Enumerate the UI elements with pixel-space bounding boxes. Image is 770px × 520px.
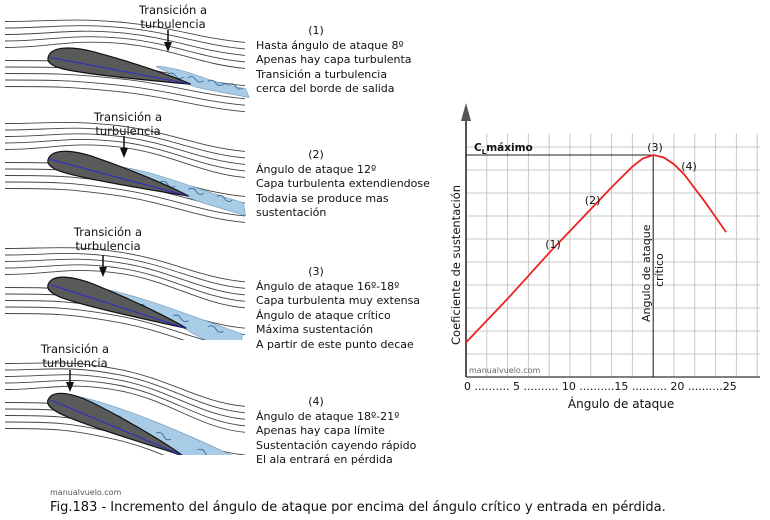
streamline — [4, 385, 246, 433]
streamline — [4, 30, 246, 56]
lift-curve — [465, 154, 727, 344]
chord-line — [50, 284, 185, 329]
streamline — [4, 258, 246, 296]
streamline — [4, 313, 185, 340]
streamline — [4, 428, 165, 455]
streamline — [4, 19, 246, 43]
airfoil — [47, 47, 250, 98]
point-label: (2) — [585, 194, 601, 207]
streamline — [4, 368, 246, 414]
turbulence-swirl — [172, 314, 189, 322]
chart-watermark: manualvuelo.com — [469, 366, 541, 375]
arrow-down-icon — [66, 382, 74, 392]
arrow-down-icon — [120, 148, 128, 158]
airfoil-diagram — [4, 247, 246, 340]
turbulence-swirl — [159, 180, 176, 188]
clmax-c: C — [474, 142, 482, 154]
turbulence-swirl — [208, 325, 224, 333]
clmax-rest: máximo — [486, 142, 533, 154]
streamline — [4, 127, 246, 159]
streamline — [4, 133, 246, 165]
point-label: (1) — [545, 238, 561, 251]
airfoil-body — [47, 150, 189, 197]
streamline — [4, 380, 246, 427]
streamline — [4, 247, 246, 283]
airfoil-diagram — [4, 121, 246, 223]
x-axis-label: Ángulo de ataque — [568, 396, 674, 411]
turbulence-swirl — [188, 187, 205, 195]
streamline — [4, 138, 246, 172]
airfoil-panel-4 — [0, 340, 250, 455]
streamline — [4, 362, 246, 407]
streamline — [4, 25, 246, 50]
streamline — [4, 374, 246, 420]
airfoil-body — [47, 276, 187, 329]
airfoil-body — [47, 392, 183, 455]
critical-angle-label: Angulo de ataque — [640, 224, 653, 322]
airfoil-diagram — [4, 362, 246, 455]
y-axis-arrow-icon — [461, 103, 471, 121]
y-axis-label: Coeficiente de sustentación — [449, 185, 463, 345]
arrow-down-icon — [99, 267, 107, 277]
airfoil-panel-1 — [0, 0, 250, 115]
chord-line — [50, 399, 181, 455]
airfoil-body — [47, 47, 191, 85]
streamline — [4, 306, 207, 340]
turbulence-swirl — [207, 79, 224, 86]
streamline — [4, 86, 246, 113]
clmax-label: CLmáximo — [474, 142, 533, 156]
airfoil-diagram — [4, 19, 250, 113]
clmax-sub: L — [482, 148, 487, 156]
streamline — [4, 36, 246, 63]
streamline — [4, 73, 246, 100]
turbulence-swirl — [187, 76, 204, 83]
streamline — [4, 270, 246, 309]
figure-caption: Fig.183 - Incremento del ángulo de ataqu… — [50, 500, 666, 515]
streamline — [4, 144, 246, 178]
streamline — [4, 188, 246, 223]
streamline — [4, 264, 246, 302]
turbulence-swirl — [227, 83, 244, 90]
streamline — [4, 121, 246, 152]
airfoil — [47, 150, 246, 216]
watermark: manualvuelo.com — [50, 488, 122, 497]
turbulence-swirl — [167, 72, 184, 79]
streamline — [4, 41, 246, 69]
arrow-down-icon — [164, 42, 172, 52]
turbulence-swirl — [197, 448, 213, 455]
airfoil — [47, 276, 243, 340]
chord-line — [50, 56, 189, 85]
airfoil-panel-2 — [0, 108, 250, 223]
point-label: (3) — [647, 141, 663, 154]
chord-line — [50, 159, 187, 197]
turbulent-layer — [156, 65, 250, 98]
turbulence-swirl — [216, 195, 233, 202]
turbulence-swirl — [156, 432, 172, 441]
airfoil — [47, 392, 241, 455]
streamline — [4, 181, 246, 217]
critical-angle-label-2: crítico — [653, 253, 666, 287]
streamline — [4, 253, 246, 289]
airfoil-panel-3 — [0, 225, 250, 340]
point-label: (4) — [681, 160, 697, 173]
x-tick-labels: 0 .......... 5 .......... 10 ..........1… — [464, 380, 737, 393]
streamline — [4, 79, 246, 106]
